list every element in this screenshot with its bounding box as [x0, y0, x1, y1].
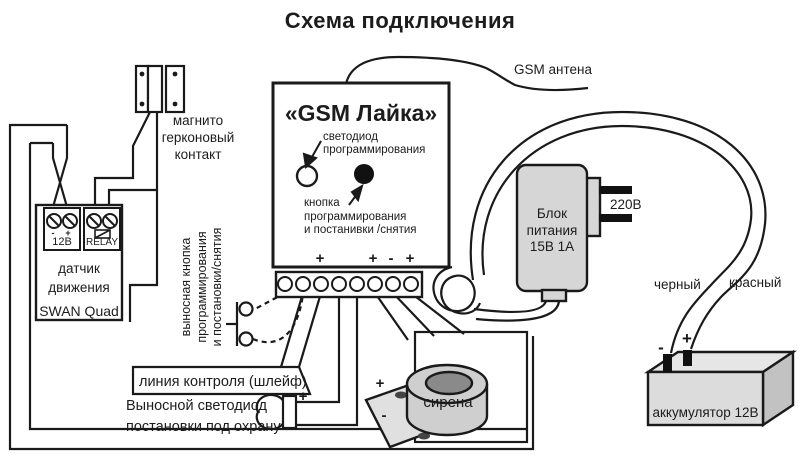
programming-led: [295, 164, 319, 188]
siren-label: сирена: [423, 394, 473, 411]
terminal-plus-3: +: [405, 250, 415, 267]
button-arrow: [348, 183, 364, 206]
black-wire-label: черный: [654, 277, 701, 292]
programming-button-label: кнопка программирования и постанивки /сн…: [304, 197, 417, 236]
led-plus-wire: [297, 293, 341, 404]
antenna-wire: [344, 55, 589, 92]
led-minus-mark: -: [298, 416, 304, 433]
motion-sensor-model: SWAN Quad: [39, 303, 119, 319]
antenna-label: GSM антена: [514, 62, 592, 77]
sensor-minus-mark: -: [51, 228, 55, 238]
remote-button-label: выносная кнопка программирования и поста…: [179, 227, 224, 347]
reed-contact-screws: [139, 71, 178, 107]
psu-output-wires: [473, 300, 561, 322]
motion-sensor-label: датчик движения: [48, 261, 110, 295]
battery-wire-black: [481, 124, 753, 354]
loop-label-frame: [131, 365, 312, 396]
programming-button[interactable]: [354, 164, 374, 184]
battery-label: аккумулятор 12В: [652, 405, 759, 420]
mains-voltage-label: 220В: [610, 197, 642, 212]
relay-wire: [107, 188, 157, 204]
gsm-unit-name: «GSM Лайка»: [284, 100, 438, 126]
relay-glyph: [94, 229, 111, 239]
terminal-plus-1: +: [315, 250, 325, 267]
button-wire-dashed-1: [254, 292, 286, 310]
contact-wire-1: [93, 111, 151, 204]
led-arrow: [302, 140, 322, 169]
terminal-plus-2: +: [368, 250, 378, 267]
wire-coil: [432, 265, 482, 315]
remote-led-label: Выносной светодиод постановки под охрану: [126, 398, 281, 435]
reed-contact: [134, 64, 186, 114]
sensor-power-wires: [51, 125, 69, 208]
siren-wires: [374, 292, 465, 341]
loop-wire: [279, 292, 323, 368]
siren-symbol: [364, 363, 489, 449]
contact-wire-2: [128, 112, 159, 322]
reed-contact-label: магнито герконовый контакт: [161, 113, 235, 162]
siren-plus-mark: +: [375, 375, 385, 392]
led-plus-mark: +: [298, 388, 308, 405]
power-supply-label: Блок питания 15В 1А: [526, 206, 578, 254]
diagram-title: Схема подключения: [284, 8, 516, 33]
led-minus-wire: [297, 293, 359, 427]
battery-minus-mark: -: [658, 338, 664, 357]
remote-button-symbol[interactable]: [226, 301, 254, 347]
inner-wire: [28, 141, 527, 431]
sensor-12v-label: 12В: [52, 236, 72, 248]
siren-minus-mark: -: [381, 407, 387, 424]
sensor-relay-label: RELAY: [85, 237, 119, 248]
battery-symbol: [644, 349, 797, 428]
loop-line-label: линия контроля (шлейф): [139, 374, 307, 390]
remote-led-symbol: [255, 393, 298, 431]
battery-wire-red: [469, 110, 767, 350]
sensor-plus-mark: +: [65, 228, 71, 238]
programming-led-label: светодиод программирования: [323, 131, 426, 156]
outer-wire: [8, 123, 535, 451]
sensor-screw-terminals: [46, 213, 118, 229]
terminal-holes: [277, 276, 419, 292]
terminal-minus: -: [388, 250, 394, 267]
red-wire-label: красный: [729, 275, 782, 290]
power-supply: [515, 163, 632, 303]
battery-plus-mark: +: [682, 329, 692, 348]
